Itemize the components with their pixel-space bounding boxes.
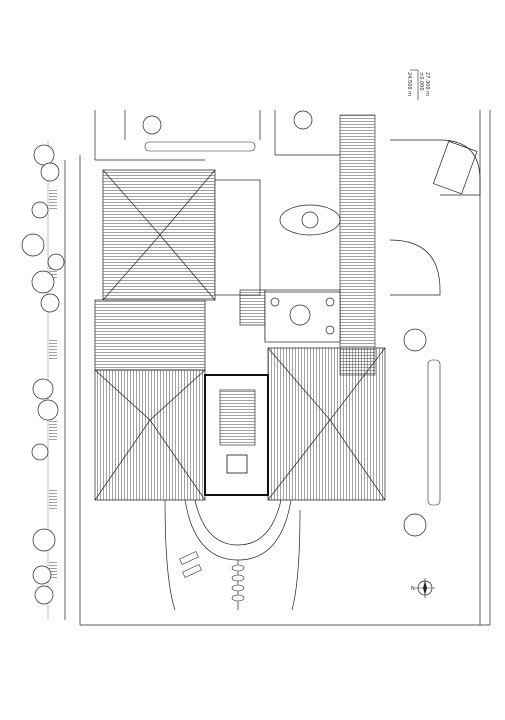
pergola-strip: [339, 114, 376, 376]
hedge-top: [144, 141, 256, 152]
stepping-stones: [231, 564, 245, 602]
parking-area: [389, 139, 481, 296]
elevation-legend: ±0.000 24.500 m 27.300 m: [406, 69, 430, 100]
sun-loungers: [179, 551, 202, 578]
elevation-tertiary: 27.300 m: [424, 72, 430, 96]
hedge-right: [427, 359, 441, 506]
driveway: [164, 499, 301, 611]
entrance-stairs: [184, 499, 292, 561]
oval-planter: [279, 204, 341, 236]
elevation-secondary: 24.500 m: [406, 72, 412, 96]
north-label: N: [411, 586, 415, 592]
elevation-primary: ±0.000: [418, 72, 424, 91]
trees-right: [403, 328, 427, 537]
stair-core: [204, 374, 269, 496]
roof-left-wing: [102, 169, 216, 301]
trees-top: [142, 110, 313, 135]
roof-right-wing: [267, 347, 386, 501]
street-trees-left: [21, 144, 65, 605]
roof-center: [94, 299, 206, 501]
square-planter: [264, 291, 341, 343]
north-arrow: N: [411, 578, 435, 598]
site-boundary: [64, 110, 491, 626]
